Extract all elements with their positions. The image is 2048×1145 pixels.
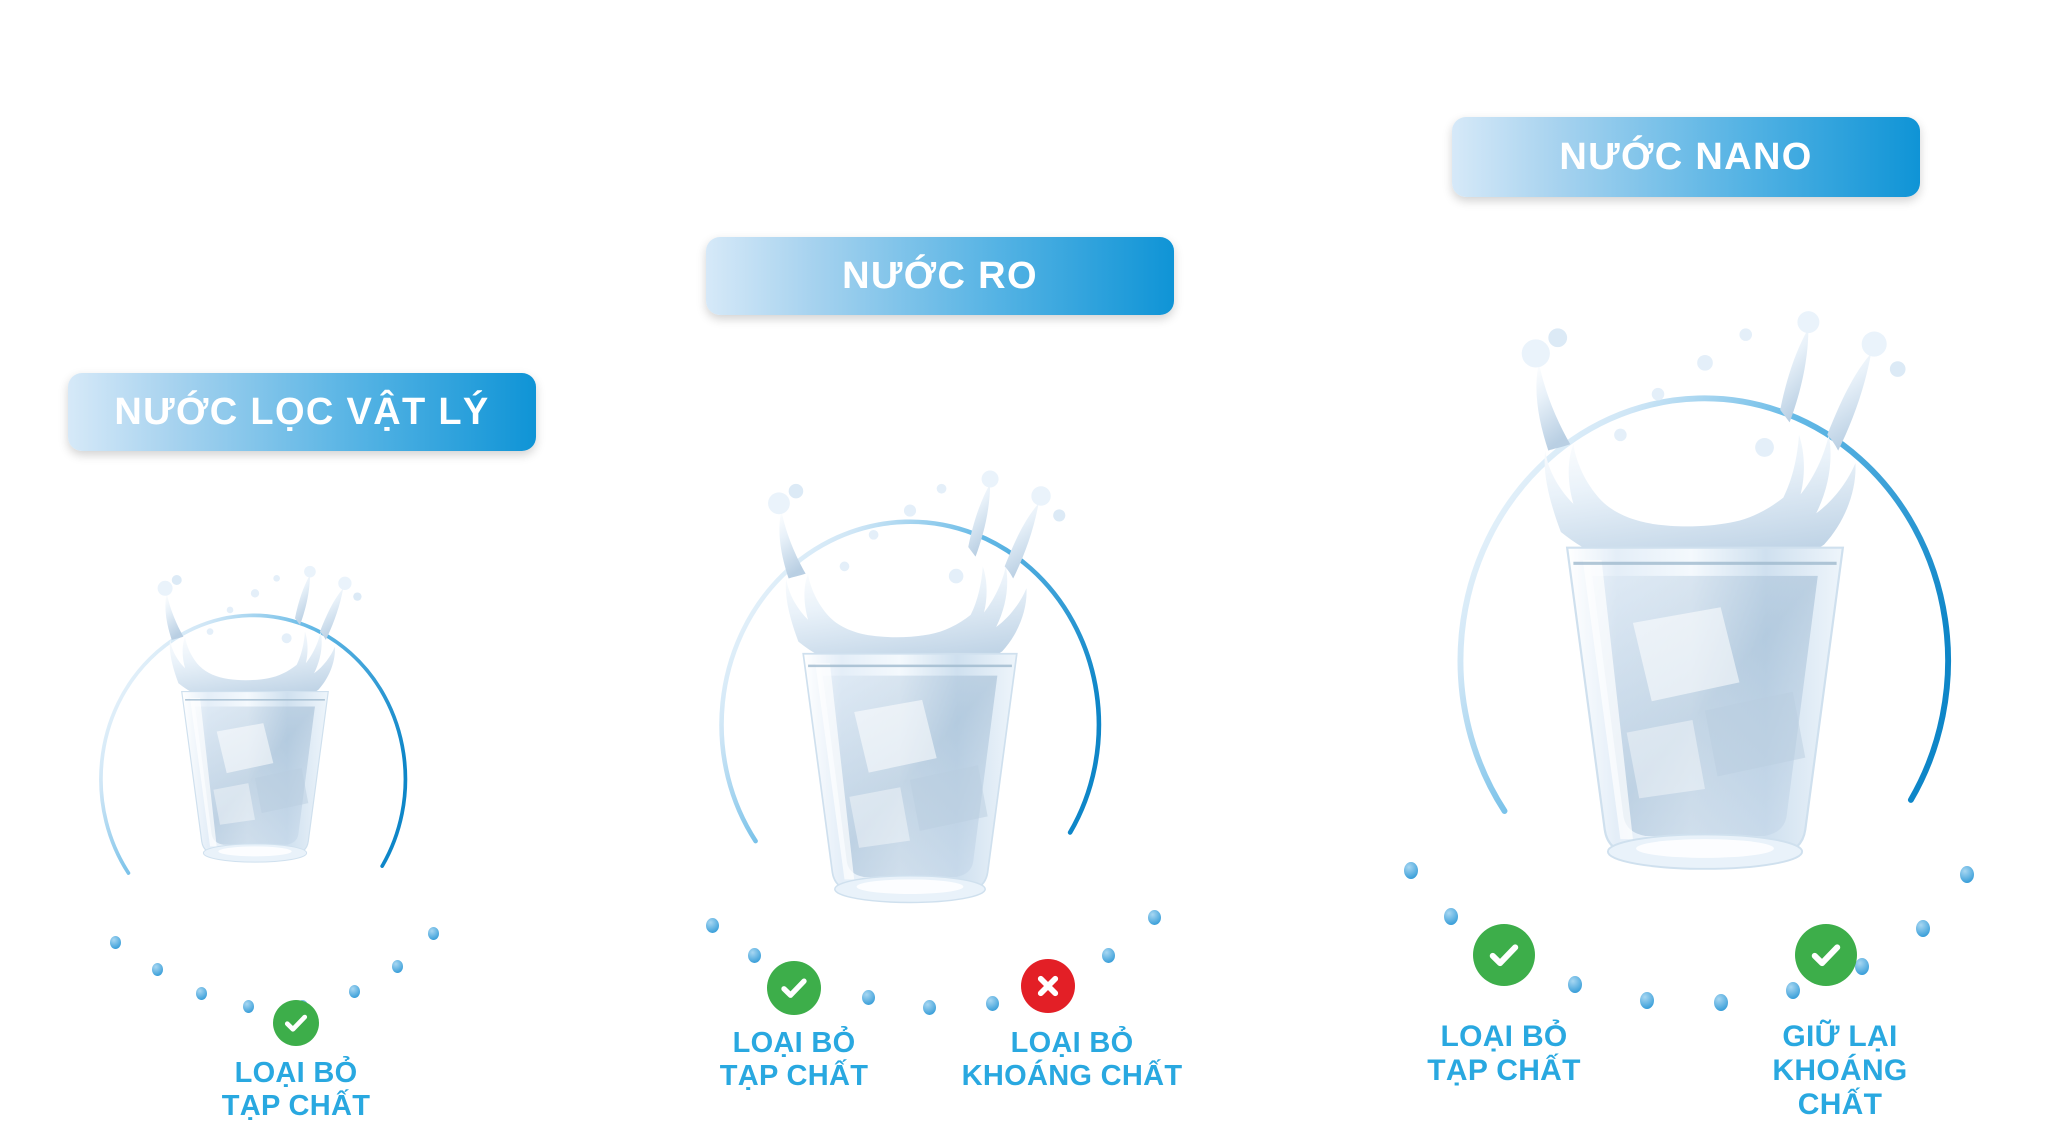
- ring-dot: [196, 987, 207, 1000]
- check-circle-icon: [273, 1000, 319, 1046]
- label-pill-nano-water[interactable]: NƯỚC NANO: [1452, 117, 1920, 197]
- ring-dot: [1640, 992, 1654, 1009]
- caption-line-2: TẠP CHẤT: [719, 1060, 869, 1093]
- caption-line-2: TẠP CHẤT: [221, 1090, 371, 1123]
- label-pill-ro-water[interactable]: NƯỚC RO: [706, 237, 1174, 315]
- ring-dot: [706, 918, 719, 933]
- ring-dot: [152, 963, 163, 976]
- ring-dot: [1404, 862, 1418, 879]
- caption-line-1: LOẠI BỎ: [234, 1057, 358, 1089]
- ring-dot: [428, 927, 439, 940]
- caption-line-2: TẠP CHẤT: [1427, 1054, 1581, 1088]
- check-circle-icon: [1795, 924, 1857, 986]
- ring-dot: [1102, 948, 1115, 963]
- water-glass-splash: [1470, 300, 1940, 880]
- ring-dot: [1148, 910, 1161, 925]
- caption-line-2: KHOÁNG CHẤT: [1772, 1054, 1908, 1122]
- ring-dot: [1960, 866, 1974, 883]
- check-circle-icon: [767, 961, 821, 1015]
- caption-line-1: LOẠI BỎ: [1010, 1027, 1134, 1059]
- caption-line-1: LOẠI BỎ: [1440, 1020, 1568, 1053]
- check-circle-icon: [1473, 924, 1535, 986]
- caption-line-1: LOẠI BỎ: [732, 1027, 856, 1059]
- ring-dot: [1714, 994, 1728, 1011]
- ring-dot: [923, 1000, 936, 1015]
- ring-dot: [986, 996, 999, 1011]
- ring-dot: [748, 948, 761, 963]
- x-circle-icon: [1021, 959, 1075, 1013]
- ring-dot: [1916, 920, 1930, 937]
- ring-dot: [243, 1000, 254, 1013]
- ring-dot: [110, 936, 121, 949]
- ring-dot: [392, 960, 403, 973]
- label-pill-physical-filtered-water[interactable]: NƯỚC LỌC VẬT LÝ: [68, 373, 536, 451]
- ring-dot: [349, 985, 360, 998]
- blue-arc-ring: [1384, 316, 2024, 944]
- ring-dot: [1444, 908, 1458, 925]
- caption-line-2: KHOÁNG CHẤT: [961, 1060, 1183, 1093]
- caption-line-1: GIỮ LẠI: [1782, 1020, 1898, 1053]
- ring-dot: [862, 990, 875, 1005]
- ring-dot: [1786, 982, 1800, 999]
- ring-dot: [1855, 958, 1869, 975]
- ring-dot: [1568, 976, 1582, 993]
